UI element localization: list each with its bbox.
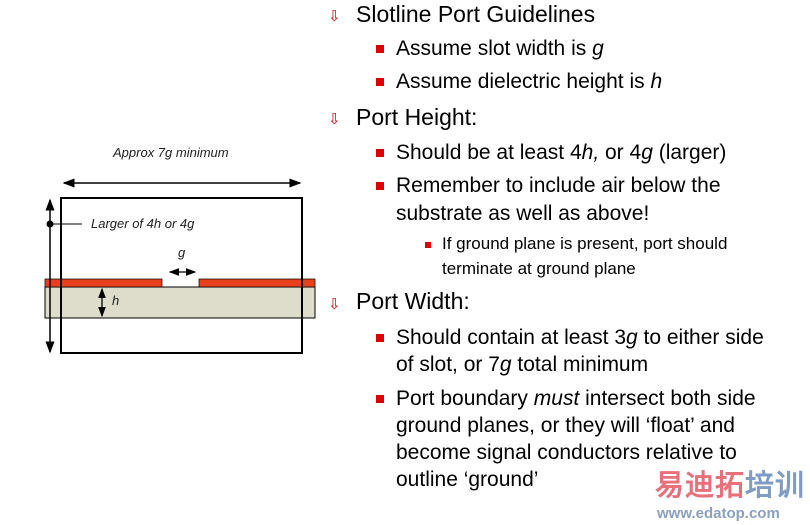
- arrow-bullet-icon: ⇩: [328, 8, 341, 25]
- substrate: [44, 286, 316, 319]
- port-boundary: [60, 197, 303, 354]
- subbullet-ground-l2: terminate at ground plane: [442, 259, 636, 278]
- slotline-port-diagram: [44, 178, 316, 354]
- watermark-logo: 易迪拓培训: [655, 470, 806, 502]
- bullet-slot-width: Assume slot width is g: [396, 37, 604, 60]
- square-bullet-icon: [376, 149, 384, 157]
- square-bullet-icon: [376, 182, 384, 190]
- bullet-boundary-l2: ground planes, or they will ‘float’ and: [396, 414, 735, 437]
- gap-label: g: [178, 245, 186, 260]
- right-ground-plane: [198, 278, 316, 288]
- bullet-boundary-l1: Port boundary must intersect both side: [396, 387, 756, 410]
- height-label: Larger of 4h or 4g: [91, 216, 195, 231]
- square-bullet-icon: [376, 78, 384, 86]
- left-ground-plane: [44, 278, 163, 288]
- bullet-boundary-l4: outline ‘ground’: [396, 468, 539, 491]
- bullet-air-l2: substrate as well as above!: [396, 202, 650, 225]
- bullet-dielectric: Assume dielectric height is h: [396, 70, 663, 93]
- square-bullet-icon: [376, 395, 384, 403]
- bullet-width-l1: Should contain at least 3g to either sid…: [396, 326, 764, 349]
- bullet-boundary-l3: become signal conductors relative to: [396, 441, 737, 464]
- heading-port-height: Port Height:: [356, 104, 478, 130]
- arrow-bullet-icon: ⇩: [328, 111, 341, 128]
- square-bullet-icon: [376, 334, 384, 342]
- square-bullet-icon: [376, 45, 384, 53]
- bullet-width-l2: of slot, or 7g total minimum: [396, 353, 649, 376]
- arrow-bullet-icon: ⇩: [328, 296, 341, 313]
- bullet-height-min: Should be at least 4h, or 4g (larger): [396, 141, 727, 164]
- heading-slotline: Slotline Port Guidelines: [356, 1, 596, 27]
- heading-port-width: Port Width:: [356, 288, 470, 314]
- square-bullet-icon: [425, 242, 431, 248]
- width-label: Approx 7g minimum: [113, 145, 229, 160]
- bullet-air-l1: Remember to include air below the: [396, 174, 721, 197]
- subbullet-ground-l1: If ground plane is present, port should: [442, 234, 728, 253]
- h-label: h: [112, 293, 120, 308]
- watermark-url: www.edatop.com: [657, 505, 780, 522]
